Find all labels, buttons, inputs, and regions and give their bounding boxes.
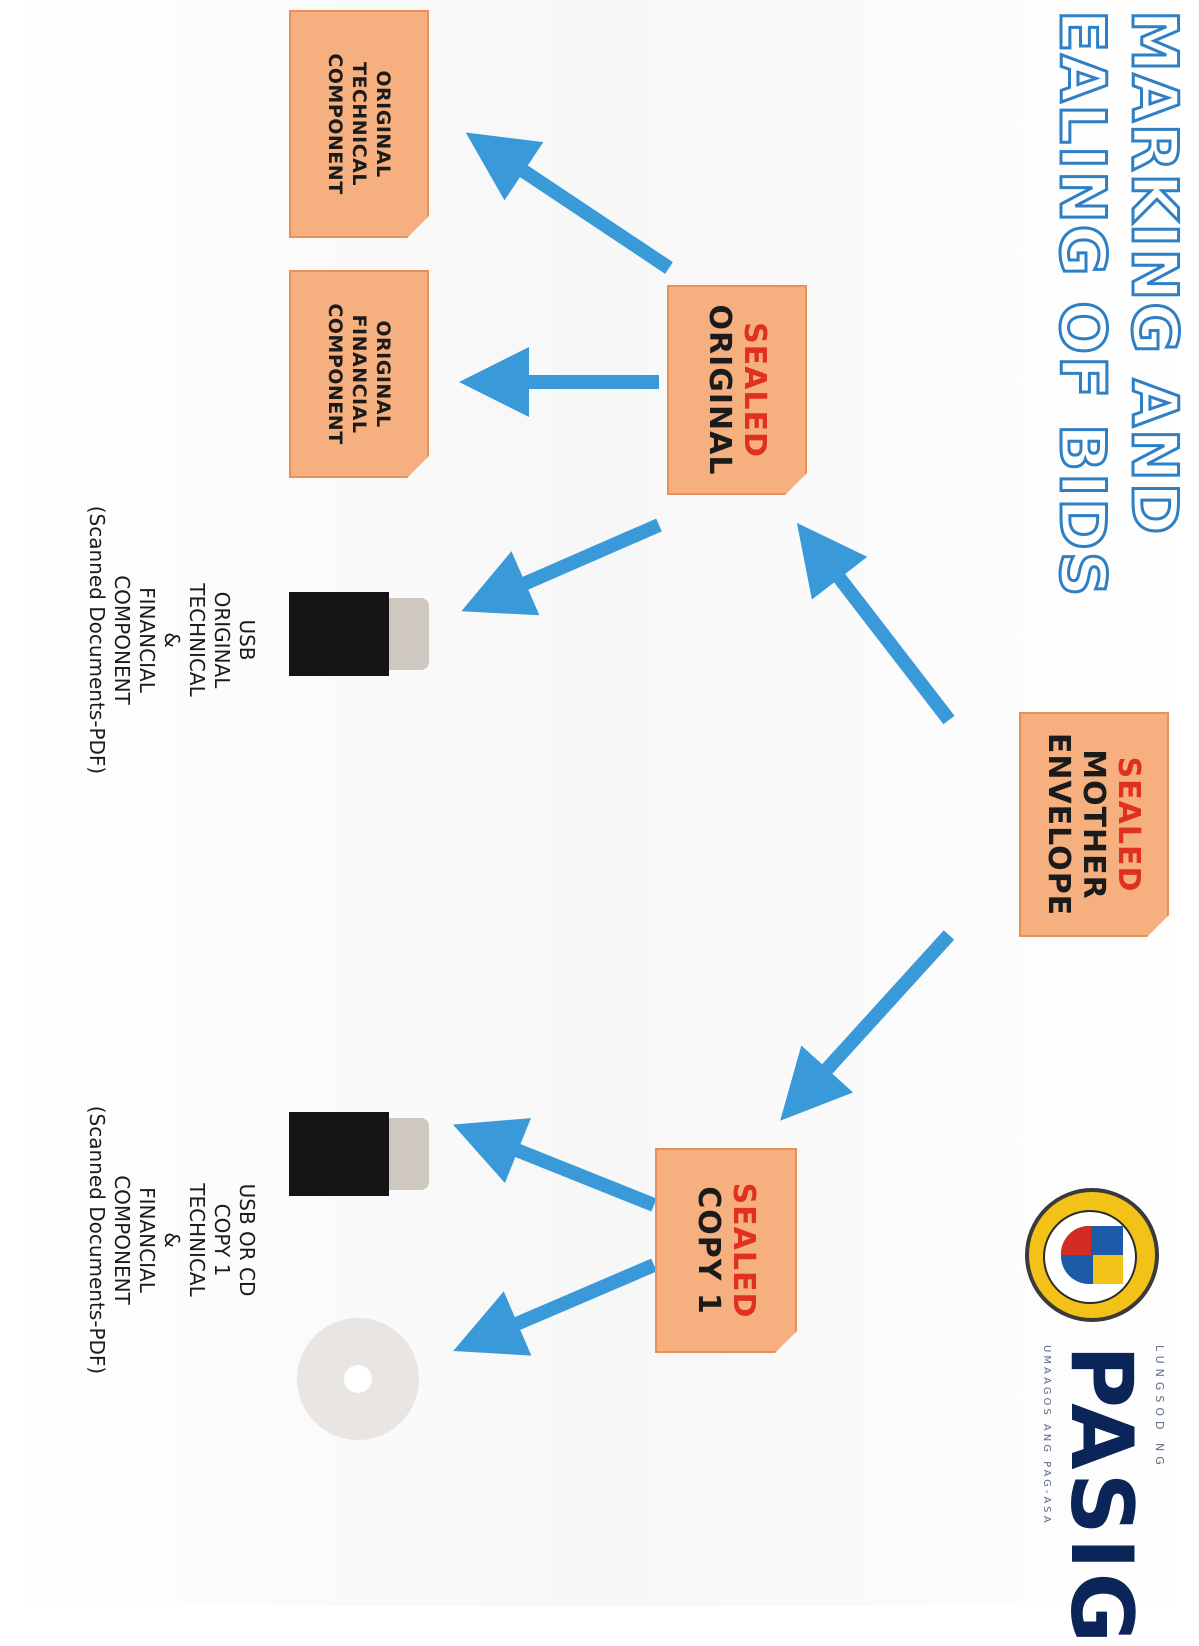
- usb-original-line-5: FINANCIAL: [135, 587, 159, 693]
- usb-copy1-line-5: FINANCIAL: [135, 1187, 159, 1293]
- city-seal-logo: [1025, 1188, 1159, 1322]
- arrow-original-to-technical: [465, 132, 673, 274]
- orig-fin-line-3: COMPONENT: [324, 303, 346, 445]
- usb-copy1-line-3: TECHNICAL: [185, 1183, 209, 1297]
- sealed-copy1-box: SEALED COPY 1: [655, 1148, 797, 1353]
- mother-line-2: ENVELOPE: [1041, 732, 1077, 917]
- usb-original-label: USB ORIGINAL TECHNICAL & FINANCIAL COMPO…: [84, 490, 259, 790]
- arrows-layer: [453, 132, 955, 1356]
- usb-original-line-7: (Scanned Documents-PDF): [85, 505, 109, 775]
- arrow-original-to-usb: [461, 518, 662, 616]
- usb-copy1-line-4: &: [160, 1232, 184, 1248]
- cd-icon: [297, 1318, 419, 1440]
- orig-fin-line-2: FINANCIAL: [348, 314, 370, 434]
- original-label: ORIGINAL: [702, 304, 737, 476]
- mother-sealed-tag: SEALED: [1111, 756, 1147, 893]
- usb-copy1-line-1: USB OR CD: [235, 1183, 259, 1297]
- usb-original-line-6: COMPONENT: [110, 575, 134, 705]
- usb-original-line-1: USB: [235, 619, 259, 661]
- pasig-brand-logo: LUNGSOD NG PASIG UMAAGOS ANG PAG-ASA: [1041, 1345, 1166, 1646]
- brand-tagline: UMAAGOS ANG PAG-ASA: [1041, 1345, 1052, 1526]
- orig-tech-line-2: TECHNICAL: [348, 61, 370, 186]
- copy1-label: COPY 1: [691, 1186, 726, 1315]
- orig-tech-line-3: COMPONENT: [324, 53, 346, 195]
- usb-copy1-line-7: (Scanned Documents-PDF): [85, 1105, 109, 1375]
- usb-copy1-line-2: COPY 1: [210, 1203, 234, 1277]
- usb-copy1-line-6: COMPONENT: [110, 1175, 134, 1305]
- usb-original-line-4: &: [160, 632, 184, 648]
- usb-original-line-3: TECHNICAL: [185, 583, 209, 697]
- arrow-copy1-to-cd: [453, 1258, 657, 1356]
- copy1-sealed-tag: SEALED: [726, 1182, 761, 1319]
- orig-fin-line-1: ORIGINAL: [372, 320, 394, 428]
- mother-envelope-box: SEALED MOTHER ENVELOPE: [1019, 712, 1169, 937]
- sealed-original-box: SEALED ORIGINAL: [667, 285, 807, 495]
- brand-top-text: LUNGSOD NG: [1153, 1345, 1166, 1470]
- original-technical-box: ORIGINAL TECHNICAL COMPONENT: [289, 10, 429, 238]
- brand-name: PASIG: [1051, 1345, 1151, 1646]
- original-sealed-tag: SEALED: [737, 322, 772, 458]
- arrow-mother-to-original: [796, 522, 955, 725]
- original-financial-box: ORIGINAL FINANCIAL COMPONENT: [289, 270, 429, 478]
- usb-copy1-label: USB OR CD COPY 1 TECHNICAL & FINANCIAL C…: [84, 1090, 259, 1390]
- mother-line-1: MOTHER: [1076, 749, 1112, 900]
- orig-tech-line-1: ORIGINAL: [372, 70, 394, 178]
- arrow-mother-to-copy1: [780, 930, 955, 1121]
- arrow-copy1-to-usb: [453, 1118, 657, 1212]
- usb-original-line-2: ORIGINAL: [210, 591, 234, 689]
